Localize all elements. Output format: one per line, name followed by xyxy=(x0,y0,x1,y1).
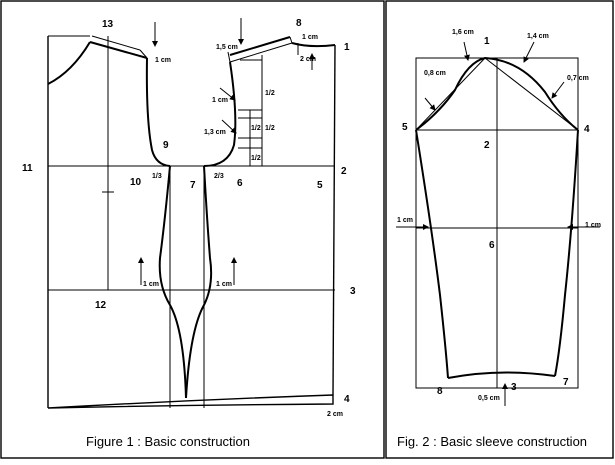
fig1-dart-front-1cm: 1 cm xyxy=(216,281,232,288)
fig1-point-4: 4 xyxy=(344,394,350,405)
fig2-side-left-1cm: 1 cm xyxy=(397,217,413,224)
fig2-point-6: 6 xyxy=(489,240,495,251)
figure2-frame xyxy=(385,0,614,459)
fig1-half-c: 1/2 xyxy=(265,125,275,132)
fig1-point-12: 12 xyxy=(95,300,107,311)
fig1-front-neck-15cm: 1,5 cm xyxy=(216,44,238,51)
fig1-fraction-two-third: 2/3 xyxy=(214,173,224,180)
fig1-point-1: 1 xyxy=(344,42,350,53)
figure1-frame xyxy=(0,0,385,459)
figure2-caption: Fig. 2 : Basic sleeve construction xyxy=(397,434,587,449)
fig1-point-6: 6 xyxy=(237,178,243,189)
fig2-point-1: 1 xyxy=(484,36,490,47)
fig1-point-8: 8 xyxy=(296,18,302,29)
fig1-point-9: 9 xyxy=(163,140,169,151)
fig2-point-8: 8 xyxy=(437,386,443,397)
fig1-front-shoulder-1cm: 1 cm xyxy=(302,34,318,41)
fig1-point-7: 7 xyxy=(190,180,196,191)
figure1-bodice xyxy=(47,18,336,409)
fig1-armhole-1cm: 1 cm xyxy=(212,97,228,104)
fig2-point-3: 3 xyxy=(511,382,517,393)
fig1-hem-2cm: 2 cm xyxy=(327,411,343,418)
fig1-half-d: 1/2 xyxy=(251,155,261,162)
fig1-point-5: 5 xyxy=(317,180,323,191)
fig1-front-shoulder-2cm: 2 cm xyxy=(300,56,316,63)
fig2-point-4: 4 xyxy=(584,124,590,135)
fig1-half-a: 1/2 xyxy=(265,90,275,97)
fig1-point-13: 13 xyxy=(102,19,114,30)
fig2-cap-07cm: 0,7 cm xyxy=(567,75,589,82)
fig1-point-10: 10 xyxy=(130,177,142,188)
fig1-fraction-one-third: 1/3 xyxy=(152,173,162,180)
figure1-caption: Figure 1 : Basic construction xyxy=(86,434,250,449)
fig1-back-shoulder-1cm: 1 cm xyxy=(155,57,171,64)
fig2-side-right-1cm: 1 cm xyxy=(585,222,601,229)
fig2-cap-08cm: 0,8 cm xyxy=(424,70,446,77)
fig1-point-11: 11 xyxy=(22,163,33,174)
fig1-armhole-13cm: 1,3 cm xyxy=(204,129,226,136)
fig2-point-2: 2 xyxy=(484,140,490,151)
fig1-point-2: 2 xyxy=(341,166,347,177)
fig1-half-b: 1/2 xyxy=(251,125,261,132)
fig2-point-7: 7 xyxy=(563,377,569,388)
fig1-dart-back-1cm: 1 cm xyxy=(143,281,159,288)
fig1-point-3: 3 xyxy=(350,286,356,297)
fig2-hem-05cm: 0,5 cm xyxy=(478,395,500,402)
figure2-sleeve xyxy=(396,41,600,406)
fig2-point-5: 5 xyxy=(402,122,408,133)
fig2-cap-16cm: 1,6 cm xyxy=(452,29,474,36)
fig2-cap-14cm: 1,4 cm xyxy=(527,33,549,40)
